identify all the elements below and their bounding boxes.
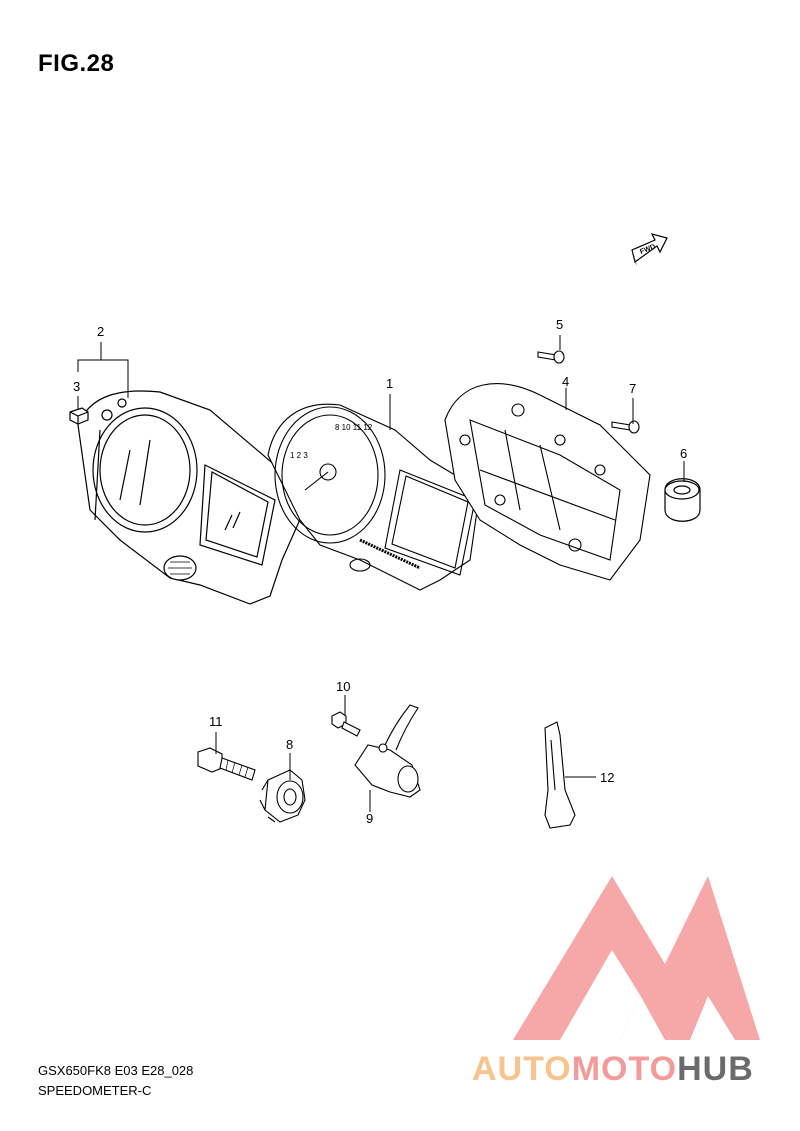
- part-label-8: 8: [286, 737, 293, 752]
- part-label-4: 4: [562, 374, 569, 389]
- part-label-10: 10: [336, 679, 350, 694]
- part-7-screw: [611, 420, 640, 434]
- part-9-speed-sensor: [354, 704, 421, 798]
- part-10-bolt: [331, 711, 361, 737]
- part-6-cushion: [664, 478, 701, 522]
- part-label-12: 12: [600, 770, 614, 785]
- part-12-bracket: [544, 721, 576, 829]
- part-label-9: 9: [366, 811, 373, 826]
- leader-lines: [77, 335, 685, 812]
- part-label-5: 5: [556, 317, 563, 332]
- part-label-6: 6: [680, 446, 687, 461]
- watermark-text-hub: HUB: [677, 1050, 754, 1088]
- part-label-3: 3: [73, 379, 80, 394]
- svg-text:8 10 11 12: 8 10 11 12: [335, 423, 373, 432]
- svg-text:1 2 3: 1 2 3: [290, 451, 308, 460]
- watermark-text-auto: AUTO: [472, 1050, 572, 1088]
- model-code: GSX650FK8 E03 E28_028: [38, 1063, 194, 1078]
- watermark-logo-icon: [513, 876, 760, 1040]
- section-name: SPEEDOMETER-C: [38, 1083, 152, 1098]
- part-5-screw: [537, 350, 565, 364]
- watermark-text-moto: MOTO: [571, 1050, 678, 1088]
- part-1-meter-assembly: 1 2 3 8 10 11 12: [267, 403, 481, 591]
- part-label-7: 7: [629, 381, 636, 396]
- part-8-gear: [259, 769, 306, 823]
- part-label-11: 11: [209, 714, 223, 729]
- part-2-meter-case-cover: [77, 390, 307, 605]
- part-11-bolt: [197, 747, 256, 781]
- part-3-grommet: [69, 407, 89, 425]
- part-label-2: 2: [97, 324, 104, 339]
- fwd-arrow-icon: FWD: [631, 233, 668, 266]
- part-4-lower-case: [444, 383, 651, 581]
- figure-title: FIG.28: [38, 50, 115, 77]
- part-label-1: 1: [386, 376, 393, 391]
- watermark-brand: AUTOMOTOHUB: [472, 1050, 754, 1089]
